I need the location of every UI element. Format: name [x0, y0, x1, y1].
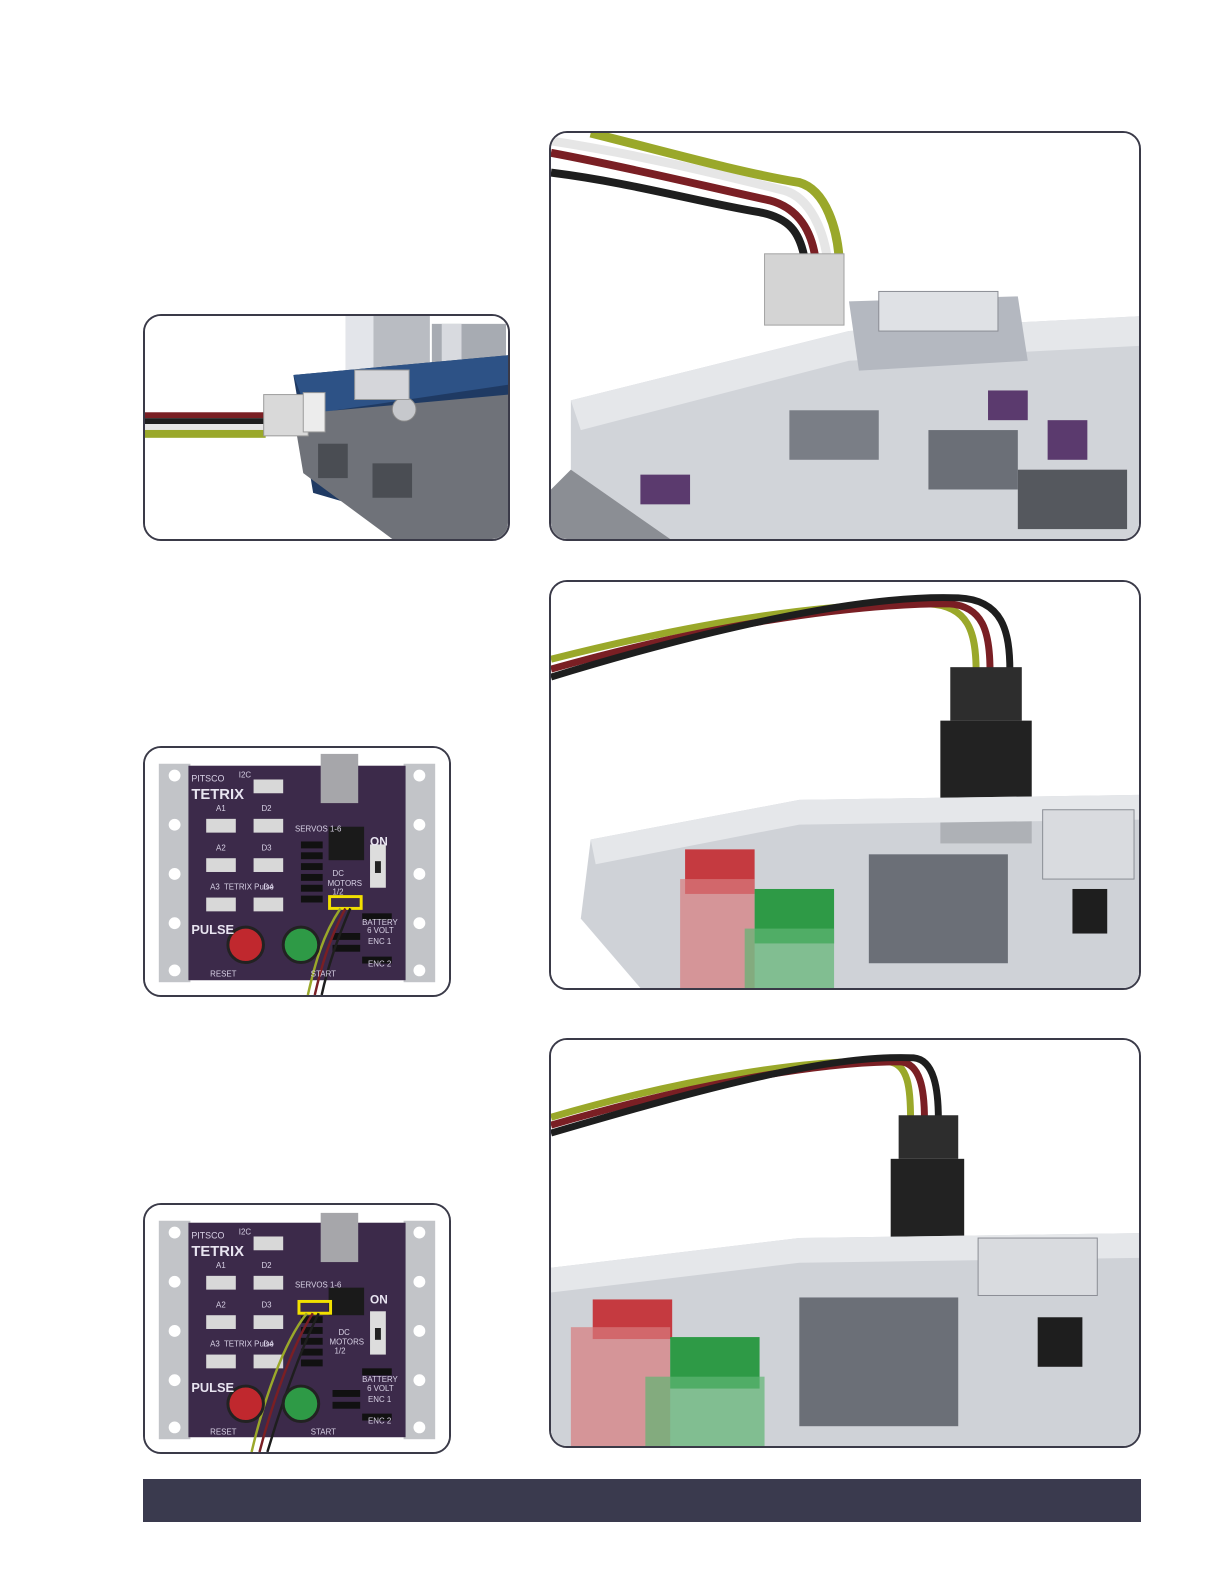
tetrix-label: TETRIX [191, 787, 244, 803]
motor-connector-image [549, 580, 1141, 990]
pulse-label: PULSE [191, 922, 234, 937]
motor-port-label: 1/2 [335, 1347, 346, 1356]
motors-label: MOTORS [330, 1338, 364, 1347]
a1-label: A1 [216, 1261, 226, 1270]
battery-label: BATTERY [362, 1375, 398, 1384]
a2-label: A2 [216, 843, 226, 852]
a3-label: A3 [210, 1340, 220, 1349]
pwm-connector-image [549, 131, 1141, 541]
a2-label: A2 [216, 1300, 226, 1309]
reset-label: RESET [210, 1427, 236, 1436]
on-label: ON [370, 1292, 388, 1306]
d3-label: D3 [261, 843, 272, 852]
pulse-board-dc-motor-diagram: PITSCO TETRIX I2C A1 D2 A2 D3 A3 TETRIX … [143, 746, 451, 997]
enc2-label: ENC 2 [368, 959, 391, 968]
dc-label: DC [333, 869, 345, 878]
d4-label: D4 [263, 883, 274, 892]
footer-bar [143, 1479, 1141, 1522]
enc1-label: ENC 1 [368, 937, 391, 946]
a1-label: A1 [216, 804, 226, 813]
a3-label: A3 [210, 883, 220, 892]
start-label: START [311, 1427, 336, 1436]
d3-label: D3 [261, 1300, 272, 1309]
volt-label: 6 VOLT [367, 1384, 394, 1393]
on-label: ON [370, 834, 388, 848]
d4-label: D4 [263, 1340, 274, 1349]
sensor-connector-image [143, 314, 510, 541]
servos-label: SERVOS 1-6 [295, 1281, 342, 1290]
dc-label: DC [338, 1328, 350, 1337]
enc1-label: ENC 1 [368, 1395, 391, 1404]
servo-connector-image [549, 1038, 1141, 1448]
servos-label: SERVOS 1-6 [295, 825, 342, 834]
motors-label: MOTORS [328, 879, 362, 888]
pulse-board-servo-diagram: PITSCO TETRIX I2C A1 D2 A2 D3 A3 TETRIX … [143, 1203, 451, 1454]
i2c-label: I2C [239, 1228, 252, 1237]
motor-port-label: 1/2 [333, 888, 344, 897]
pulse-label: PULSE [191, 1380, 234, 1395]
pitsco-label: PITSCO [191, 1230, 224, 1240]
d2-label: D2 [261, 1261, 271, 1270]
reset-label: RESET [210, 969, 236, 978]
pitsco-label: PITSCO [191, 773, 224, 783]
i2c-label: I2C [239, 771, 252, 780]
tetrix-label: TETRIX [191, 1244, 244, 1260]
enc2-label: ENC 2 [368, 1416, 391, 1425]
volt-label: 6 VOLT [367, 926, 394, 935]
start-label: START [311, 969, 336, 978]
d2-label: D2 [261, 804, 271, 813]
